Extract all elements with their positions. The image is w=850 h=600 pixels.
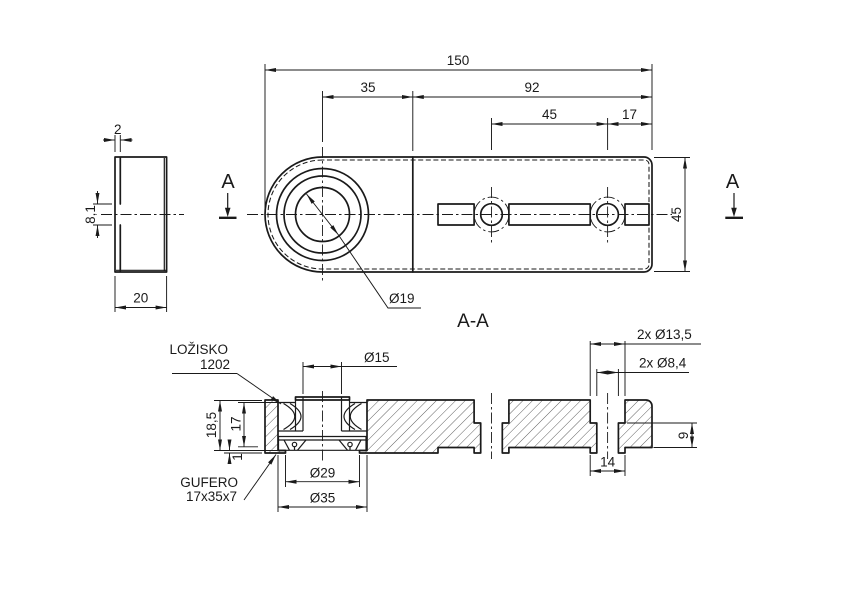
section-arrow-left-icon [224, 207, 231, 217]
section-body-2 [501, 399, 598, 454]
bore-leader [338, 234, 421, 309]
dim-bore-text: Ø19 [389, 291, 415, 306]
seal-label-line2: 17x35x7 [186, 489, 237, 504]
dim-bearing-seat-text: 17 [229, 416, 244, 431]
section-title: A-A [457, 311, 489, 332]
dim-step-to-end-text: 92 [524, 80, 539, 95]
bearing-label-line1: LOŽISKO [169, 342, 228, 357]
dim-counterbore-text: 2x Ø13,5 [637, 327, 692, 342]
dim-lip-bore-text: Ø29 [310, 466, 336, 481]
dim-lip-height-text: 1 [230, 453, 245, 461]
plan-view: 150 35 92 45 17 45 Ø19 A A [219, 53, 743, 309]
seal-cross-section [277, 435, 367, 451]
section-wall-left [264, 399, 287, 454]
side-view-outline [114, 156, 168, 273]
section-letter-right: A [726, 171, 740, 193]
dim-total-length-text: 150 [447, 53, 470, 68]
dim-land-text: 14 [600, 455, 616, 470]
dim-pocket-bore-text: Ø35 [310, 491, 336, 506]
dim-hole-to-end-text: 17 [622, 107, 637, 122]
section-letter-left: A [221, 171, 235, 193]
dim-pocket-depth-text: 18,5 [204, 412, 219, 438]
section-body-3 [617, 399, 653, 454]
plan-centerline-holes [491, 187, 609, 243]
dim-thickness-text: 20 [133, 291, 148, 306]
dim-slot-text: 8,1 [83, 205, 98, 224]
dim-slot-ext [93, 203, 112, 226]
dim-hole-spacing-text: 45 [542, 107, 557, 122]
bearing-balls-left [283, 402, 302, 431]
section-mark-right: A [725, 171, 743, 219]
section-body-1 [358, 399, 482, 454]
section-arrow-right-icon [731, 207, 737, 217]
bearing-label-line2: 1202 [200, 357, 230, 372]
dim-hole-text: 2x Ø8,4 [639, 356, 687, 371]
dim-depth-right-text: 9 [676, 432, 691, 440]
dim-step-text: 2 [114, 122, 122, 137]
dim-bore-to-step-text: 35 [360, 80, 375, 95]
section-mark-left: A [219, 171, 237, 219]
bearing-callout: LOŽISKO 1202 [169, 342, 282, 405]
dim-width-text: 45 [669, 207, 684, 222]
section-view: A-A Ø15 18, [169, 311, 701, 512]
side-view: 2 8,1 20 [83, 122, 184, 312]
seal-callout: GUFERO 17x35x7 [180, 454, 277, 504]
seal-label-line1: GUFERO [180, 475, 238, 490]
dim-step-ext [114, 135, 121, 152]
bearing-cross-section [278, 396, 367, 432]
section-centerline-holes [491, 393, 609, 459]
dim-shaft-bore-text: Ø15 [364, 350, 390, 365]
plan-outline [264, 156, 653, 273]
bearing-balls-right [343, 402, 362, 431]
